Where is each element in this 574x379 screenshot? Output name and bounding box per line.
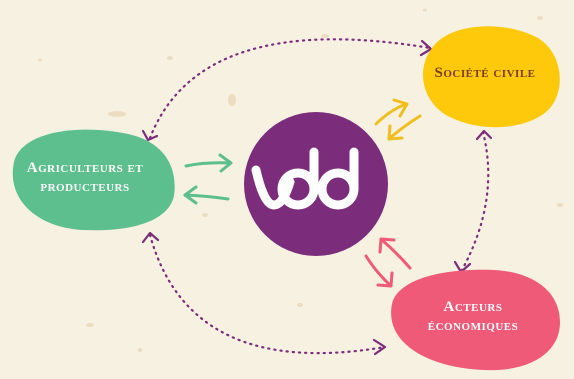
societe-civile-blob <box>422 26 560 128</box>
background-speckles <box>38 8 563 352</box>
arrow-to-vdd-from-acteurs <box>380 238 412 270</box>
connector-arrowheads <box>141 39 493 356</box>
dotted-connectors <box>148 38 490 355</box>
yellow-double-arrow <box>374 98 422 141</box>
agriculteurs-blob <box>12 129 175 231</box>
connector-left-arc <box>148 233 387 355</box>
pink-double-arrow <box>364 237 412 288</box>
arrow-to-acteurs <box>364 254 392 287</box>
arrowhead-acteurs-left <box>372 338 387 356</box>
connector-top-arc <box>148 38 432 140</box>
societe-civile-label: Société civile <box>434 65 536 81</box>
arrowhead-soc-left <box>419 39 433 57</box>
arrow-to-societe <box>374 102 408 126</box>
arrowhead-agri-top <box>141 129 159 142</box>
arrow-to-vdd-from-societe <box>388 114 422 140</box>
arrow-to-agri <box>183 193 230 201</box>
vdd-logo-mark <box>251 147 359 210</box>
arrowhead-soc-bottom <box>475 129 493 141</box>
green-double-arrow <box>183 153 233 205</box>
acteurs-blob <box>391 269 560 371</box>
arrow-to-vdd <box>184 161 232 168</box>
arrowhead-agri-bottom <box>141 231 160 244</box>
agriculteurs-label: Agriculteurs et producteurs <box>26 160 144 195</box>
acteurs-label: Acteurs économiques <box>427 299 519 334</box>
connector-right-arc <box>460 130 490 272</box>
